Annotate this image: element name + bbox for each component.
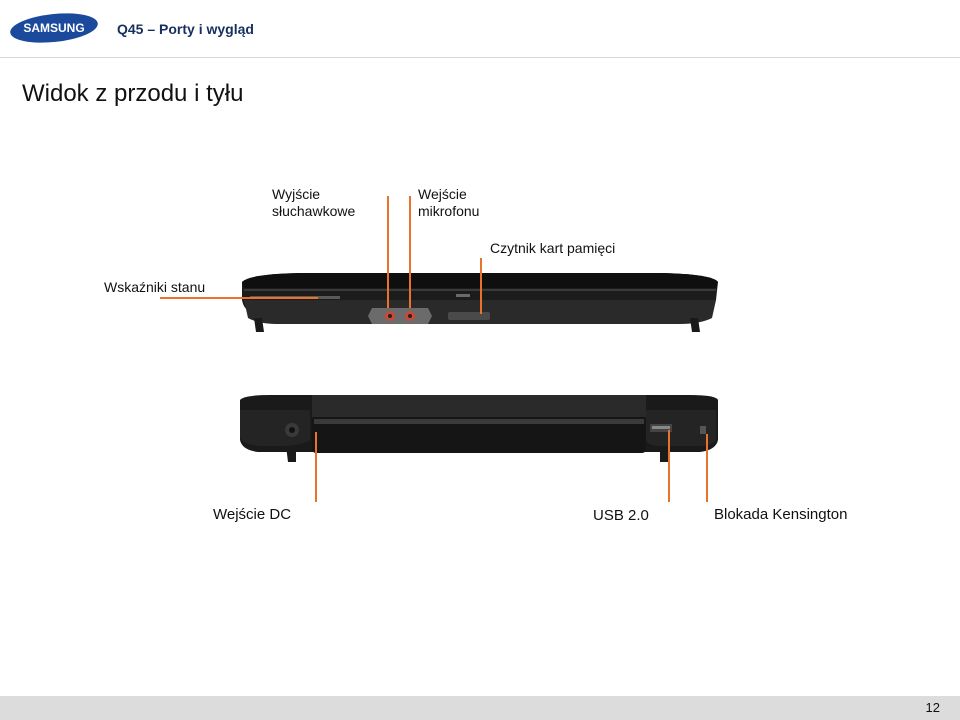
page-number: 12 [925,700,940,715]
page-title: Widok z przodu i tyłu [22,80,244,107]
laptop-rear-view [240,395,718,462]
leader-microphone [409,196,411,308]
leader-status-indicators [160,297,318,299]
leader-dc-in [315,432,317,502]
headphone-out-label-line2: słuchawkowe [272,203,356,219]
leader-card-reader [480,258,482,314]
leader-headphone [387,196,389,308]
footer-bar: 12 [0,696,960,720]
document-title: Q45 – Porty i wygląd [117,21,254,37]
mic-in-label-line2: mikrofonu [418,203,480,219]
mic-in-label-line1: Wejście [418,186,467,202]
headphone-out-label: Wyjście słuchawkowe [272,186,355,220]
dc-in-label: Wejście DC [213,506,292,523]
kensington-lock-label: Blokada Kensington [714,506,848,523]
usb-label: USB 2.0 [593,507,649,524]
leader-kensington [706,434,708,502]
status-indicators-label: Wskaźniki stanu [104,279,206,295]
kensington-slot [700,426,706,434]
leader-usb [668,430,670,502]
card-reader-label: Czytnik kart pamięci [490,240,616,256]
card-reader-slot [448,312,490,320]
mic-in-label: Wejście mikrofonu [418,186,479,220]
samsung-logo-text: SAMSUNG [23,21,84,35]
headphone-out-label-line1: Wyjście [272,186,321,202]
samsung-logo: SAMSUNG [10,13,98,43]
header-bar: SAMSUNG Q45 – Porty i wygląd [0,0,960,58]
